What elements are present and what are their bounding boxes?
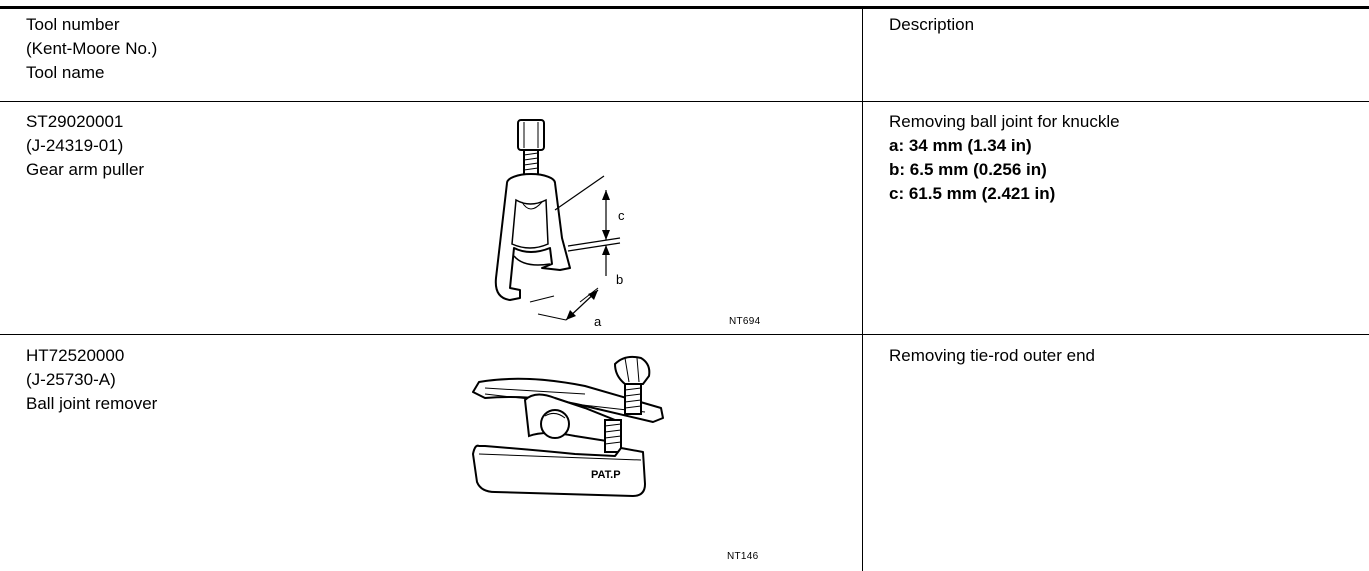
row-rule-1 [0,101,1369,102]
dimension-c-label: c [618,208,625,223]
row-2-tool-name: Ball joint remover [26,394,158,413]
column-divider [862,9,863,571]
row-1-tool-number: ST29020001 [26,112,124,131]
row-1-kent-moore: (J-24319-01) [26,136,124,155]
header-tool-number: Tool number [26,15,120,34]
dimension-b-label: b [616,272,623,287]
row-1-spec-c: c: 61.5 mm (2.421 in) [889,184,1056,203]
header-tool-name: Tool name [26,63,105,82]
header-kent-moore: (Kent-Moore No.) [26,39,158,58]
ball-joint-remover-illustration: PAT.P [472,355,664,497]
row-2-figure-code: NT146 [727,551,759,562]
row-2-tool-info: HT72520000 (J-25730-A) Ball joint remove… [26,344,157,416]
row-1-spec-a: a: 34 mm (1.34 in) [889,136,1032,155]
row-1-tool-info: ST29020001 (J-24319-01) Gear arm puller [26,110,144,182]
row-2-description: Removing tie-rod outer end [889,346,1096,365]
row-rule-2 [0,334,1369,335]
header-tool-column: Tool number (Kent-Moore No.) Tool name [26,13,157,85]
row-1-description-block: Removing ball joint for knuckle a: 34 mm… [889,110,1120,206]
row-1-figure-code: NT694 [729,316,761,327]
patent-label: PAT.P [591,469,621,481]
dimension-a-label: a [594,314,602,328]
row-1-description: Removing ball joint for knuckle [889,112,1120,131]
row-2-tool-number: HT72520000 [26,346,125,365]
row-1-tool-name: Gear arm puller [26,160,145,179]
top-rule [0,6,1369,9]
row-2-kent-moore: (J-25730-A) [26,370,116,389]
header-description: Description [889,15,975,34]
row-1-spec-b: b: 6.5 mm (0.256 in) [889,160,1047,179]
gear-arm-puller-illustration: c b a [494,119,625,328]
